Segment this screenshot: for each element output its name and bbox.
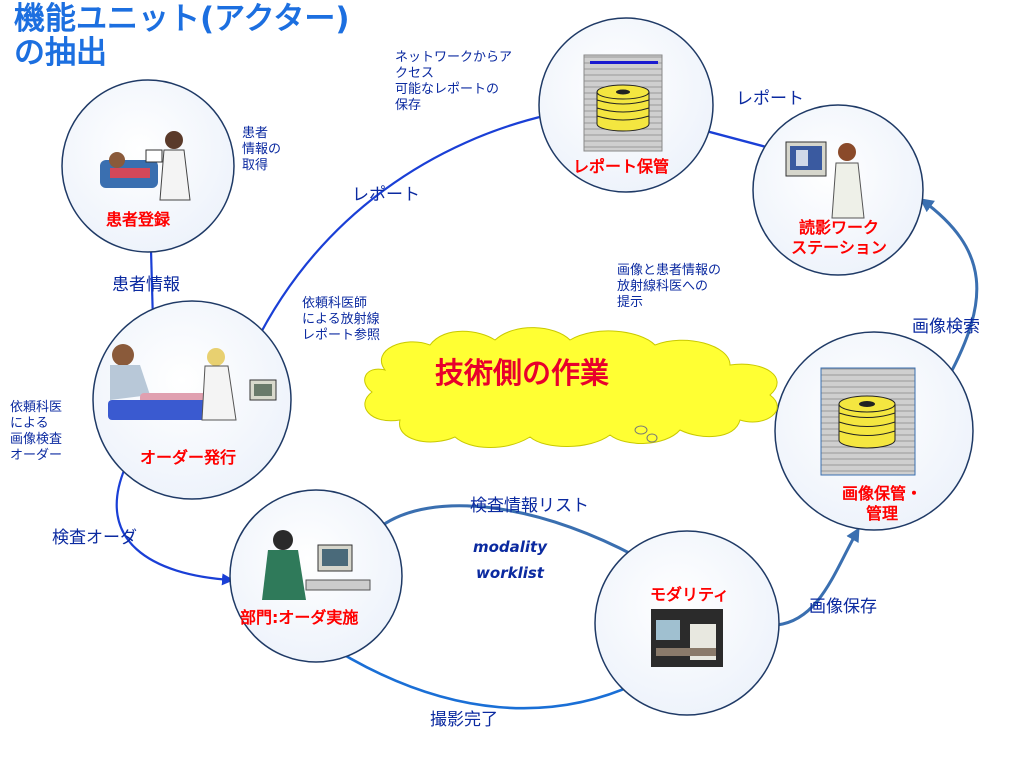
report-storage-label: レポート保管 <box>573 157 670 176</box>
note-line: 画像検査 <box>10 432 63 447</box>
patient-registration-label: 患者登録 <box>106 210 171 229</box>
arrow-exam-order <box>115 467 234 586</box>
image-storage-label-1: 画像保管・ <box>841 484 922 503</box>
note-line: 可能なレポートの <box>395 82 500 97</box>
note-line: 取得 <box>242 158 269 173</box>
cloud-shape <box>364 327 778 448</box>
note-line: 依頼科医師 <box>302 296 368 311</box>
reading-ws-label-2: ステーション <box>791 238 887 257</box>
image-storage-label-2: 管理 <box>865 504 898 523</box>
department-order-label: 部門:オーダ実施 <box>240 608 359 627</box>
note-line: ネットワークからア <box>395 50 513 65</box>
arrow-image-search <box>919 198 979 379</box>
database-icon <box>838 395 896 449</box>
arrow-exposure-done <box>318 638 641 710</box>
note-patient-info-get: 患者 情報の 取得 <box>242 126 281 174</box>
modality-photo <box>651 609 723 667</box>
note-line: オーダー <box>10 448 63 463</box>
modality-worklist-line-2: worklist <box>476 564 544 582</box>
order-issue-illustration <box>108 344 277 421</box>
node-patient-registration <box>61 79 235 253</box>
note-line: 患者 <box>242 126 269 141</box>
modality-worklist-line-1: modality <box>472 538 548 556</box>
title-line-2: の抽出 <box>14 35 107 71</box>
title-line-1: 機能ユニット(アクター) <box>14 1 350 37</box>
node-reading-workstation <box>752 104 924 276</box>
note-radiology-report-ref: 依頼科医師 による放射線 レポート参照 <box>302 296 380 344</box>
note-image-presentation: 画像と患者情報の 放射線科医への 提示 <box>617 263 721 311</box>
arrow-report-to-order <box>250 113 549 352</box>
note-line: クセス <box>395 66 435 81</box>
reading-ws-label: 読影ワーク ステーション <box>787 218 891 258</box>
workstation-illustration <box>785 141 865 219</box>
exposure-done-label: 撮影完了 <box>430 710 498 730</box>
note-line: 放射線科医への <box>617 279 709 294</box>
database-icon <box>596 84 650 132</box>
note-line: による放射線 <box>302 312 380 327</box>
node-report-storage <box>538 17 714 193</box>
cloud-label: 技術側の作業 <box>435 356 610 390</box>
reading-ws-label-1: 読影ワーク <box>798 218 879 237</box>
modality-label: モダリティ <box>650 585 730 604</box>
department-illustration <box>262 530 371 600</box>
image-save-label: 画像保存 <box>809 597 877 617</box>
modality-worklist-label: modality worklist <box>466 534 554 586</box>
node-modality <box>594 530 780 716</box>
note-line: 保存 <box>395 98 422 113</box>
arrow-image-save <box>776 527 860 627</box>
note-line: による <box>10 416 49 431</box>
exam-order-label: 検査オーダ <box>52 528 137 548</box>
node-order-issue <box>92 300 292 500</box>
note-network-report: ネットワークからア クセス 可能なレポートの 保存 <box>395 50 512 114</box>
patient-registration-illustration <box>100 131 191 201</box>
report-right-label: レポート <box>736 89 804 109</box>
page-title: 機能ユニット(アクター) の抽出 <box>14 2 350 70</box>
node-image-storage <box>774 331 974 531</box>
note-line: 画像と患者情報の <box>617 263 722 278</box>
node-department-order <box>229 489 403 663</box>
note-line: レポート参照 <box>302 328 381 343</box>
order-issue-label: オーダー発行 <box>140 448 237 467</box>
image-storage-label: 画像保管・ 管理 <box>834 484 930 524</box>
note-line: 依頼科医 <box>10 400 63 415</box>
report-left-label: レポート <box>352 185 420 205</box>
note-requester-order: 依頼科医 による 画像検査 オーダー <box>10 400 62 464</box>
image-search-label: 画像検索 <box>912 317 980 337</box>
patient-info-label: 患者情報 <box>112 275 180 295</box>
arrow-worklist <box>379 504 658 569</box>
worklist-label: 検査情報リスト <box>470 496 589 516</box>
note-line: 提示 <box>617 295 644 310</box>
note-line: 情報の <box>242 142 282 157</box>
